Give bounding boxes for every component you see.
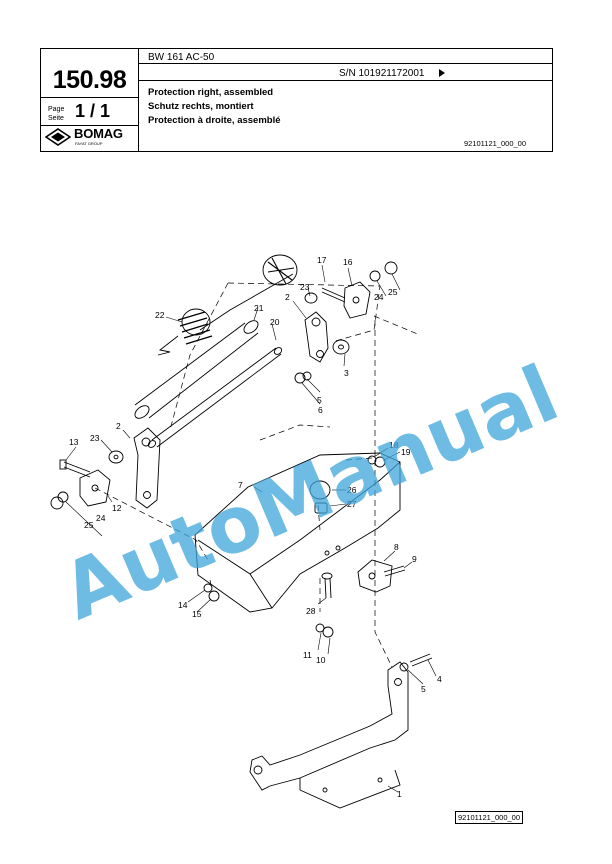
callout-25: 25 xyxy=(388,287,398,297)
nut-part-14 xyxy=(203,583,213,593)
callout-15: 15 xyxy=(192,609,202,619)
callout-9: 9 xyxy=(412,554,417,564)
title-german: Schutz rechts, montiert xyxy=(148,101,254,112)
header-rule xyxy=(138,80,552,81)
callout-14: 14 xyxy=(178,600,188,610)
lever-part-2-right xyxy=(304,311,329,363)
callout-13: 13 xyxy=(69,437,79,447)
callout-18: 18 xyxy=(389,440,399,450)
callout-1: 1 xyxy=(397,789,402,799)
nut-part-10 xyxy=(322,626,334,638)
page-value: 1 / 1 xyxy=(75,101,111,121)
bolt-part-9 xyxy=(383,565,406,577)
callout-6: 6 xyxy=(318,405,323,415)
logo-text: BOMAG xyxy=(74,126,123,141)
frame-part-1 xyxy=(249,661,409,791)
nut-part-15 xyxy=(208,590,220,602)
callout-10: 10 xyxy=(316,655,326,665)
cover-part-7 xyxy=(194,452,401,613)
nut-part-24-left xyxy=(57,491,69,503)
callout-25: 25 xyxy=(84,520,94,530)
document-id: 92101121_000_00 xyxy=(464,139,527,148)
page-label: Page Seite xyxy=(48,105,64,123)
footer-doc-ref: 92101121_000_00 xyxy=(455,811,524,824)
washer-part-5 xyxy=(399,662,409,672)
page-label-de: Seite xyxy=(48,115,64,122)
bracket-part-16 xyxy=(343,281,371,319)
nut-part-25-right xyxy=(384,261,398,275)
nut-part-25-left xyxy=(50,496,64,510)
callout-28: 28 xyxy=(306,606,316,616)
callout-23: 23 xyxy=(300,282,310,292)
callout-5: 5 xyxy=(317,395,322,405)
page-label-en: Page xyxy=(48,106,65,113)
washer-part-23-left xyxy=(108,450,124,464)
nut-part-11 xyxy=(315,623,325,633)
callout-4: 4 xyxy=(437,674,442,684)
logo-subtext: FAYAT GROUP xyxy=(75,141,103,146)
arrow-right-icon xyxy=(439,69,445,77)
title-french: Protection à droite, assemblé xyxy=(148,115,281,126)
callout-24: 24 xyxy=(374,292,384,302)
header-divider xyxy=(138,49,139,151)
title-english: Protection right, assembled xyxy=(148,87,274,98)
nut-part-24-right xyxy=(369,270,381,282)
nut-part-6 xyxy=(294,372,306,384)
header-box: BW 161 AC-50 S/N 101921172001 150.98 Pag… xyxy=(40,48,553,152)
bracket-part-12 xyxy=(79,469,111,507)
callout-2: 2 xyxy=(116,421,121,431)
bolt-part-4 xyxy=(409,653,433,667)
model-name: BW 161 AC-50 xyxy=(148,52,215,63)
callout-20: 20 xyxy=(270,317,280,327)
page-number: 150.98 xyxy=(52,66,127,94)
callout-3: 3 xyxy=(344,368,349,378)
callout-7: 7 xyxy=(238,480,243,490)
header-rule xyxy=(138,63,552,64)
callout-16: 16 xyxy=(343,257,353,267)
callout-2: 2 xyxy=(285,292,290,302)
nut-part-19 xyxy=(374,456,386,468)
washer-part-23-right xyxy=(304,292,318,304)
spring-part-22 xyxy=(157,254,298,356)
bolt-part-28 xyxy=(324,577,332,599)
callout-17: 17 xyxy=(317,255,327,265)
lever-part-2-left xyxy=(133,427,161,509)
callout-24: 24 xyxy=(96,513,106,523)
nut-part-18 xyxy=(367,455,377,465)
callout-19: 19 xyxy=(401,447,411,457)
header-rule xyxy=(41,97,138,98)
callout-11: 11 xyxy=(303,650,312,660)
callout-27: 27 xyxy=(347,499,357,509)
callout-23: 23 xyxy=(90,433,100,443)
tube-part-21 xyxy=(134,320,259,419)
callout-8: 8 xyxy=(394,542,399,552)
callout-12: 12 xyxy=(112,503,122,513)
callout-5: 5 xyxy=(421,684,426,694)
bushing-part-27 xyxy=(314,502,328,514)
header-rule xyxy=(41,125,138,126)
serial-number: S/N 101921172001 xyxy=(339,68,425,79)
shaft-part-20 xyxy=(147,347,283,448)
bomag-logo-icon xyxy=(44,128,72,151)
callout-21: 21 xyxy=(254,303,264,313)
bracket-part-8 xyxy=(357,559,393,593)
bolt-part-17 xyxy=(321,287,346,303)
callout-22: 22 xyxy=(155,310,165,320)
washer-part-3 xyxy=(332,339,350,355)
bolt-part-13 xyxy=(63,461,91,478)
plug-part-26 xyxy=(309,480,331,500)
callout-26: 26 xyxy=(347,485,357,495)
